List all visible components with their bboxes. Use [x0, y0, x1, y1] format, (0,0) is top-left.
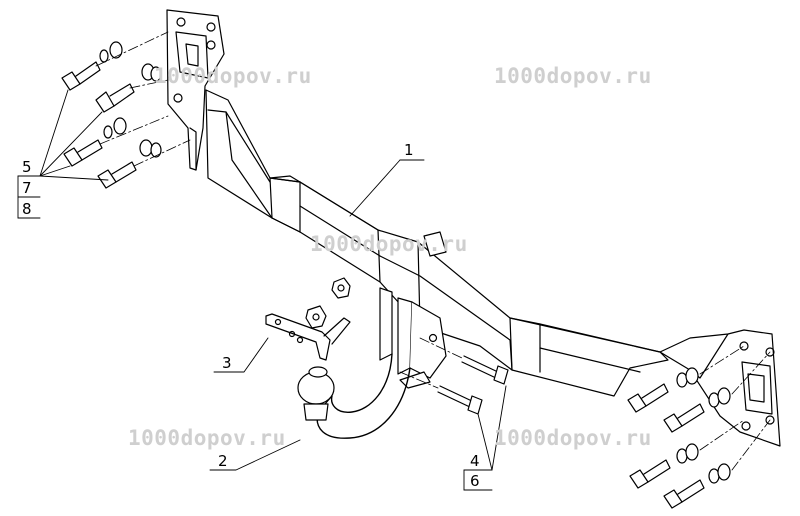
watermark-bottom-left: 1000dopov.ru — [128, 426, 286, 450]
tow-ball-neck — [297, 353, 411, 439]
center-bolt-lower — [437, 385, 483, 415]
left-bolt-4 — [97, 161, 137, 189]
right-bolt-3 — [629, 459, 671, 489]
right-axis-lines — [699, 345, 771, 471]
callout-7: 7 — [22, 179, 32, 197]
main-crossbar — [205, 89, 669, 397]
callout-2: 2 — [218, 452, 228, 470]
callout-1: 1 — [404, 141, 414, 159]
left-mounting-bracket — [166, 9, 225, 171]
nut-upper — [331, 277, 351, 299]
right-mounting-bracket — [659, 329, 781, 447]
center-bolt-upper — [461, 355, 509, 385]
right-bolt-2 — [663, 403, 705, 433]
left-washers — [99, 41, 162, 158]
left-axis-lines — [95, 31, 191, 167]
right-bolt-1 — [627, 383, 669, 413]
watermark-top-right: 1000dopov.ru — [494, 64, 652, 88]
right-bolt-4 — [663, 479, 705, 509]
left-bolt-2 — [95, 83, 135, 113]
nut-lower — [305, 305, 327, 329]
socket-plate — [265, 313, 351, 361]
center-axis-lines — [399, 337, 463, 389]
callout-3: 3 — [222, 354, 232, 372]
watermark-top-left: 1000dopov.ru — [154, 64, 312, 88]
watermark-bottom-right: 1000dopov.ru — [494, 426, 652, 450]
left-bolt-3 — [63, 139, 103, 167]
watermark-center: 1000dopov.ru — [310, 232, 468, 256]
left-bolt-1 — [61, 61, 101, 91]
callout-4: 4 — [470, 452, 480, 470]
leader-lines — [17, 89, 507, 491]
callout-5: 5 — [22, 158, 32, 176]
right-washers — [676, 367, 731, 484]
callout-8: 8 — [22, 200, 32, 218]
callout-6: 6 — [470, 472, 480, 490]
